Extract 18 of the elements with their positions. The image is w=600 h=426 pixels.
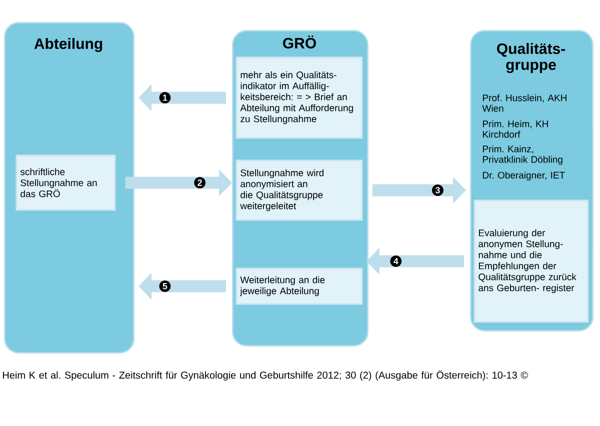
text-box: Weiterleitung an die jeweilige Abteilung xyxy=(236,268,363,305)
edge-label: 4 xyxy=(394,258,398,264)
name-text: Prof. Husslein, AKH Wien xyxy=(482,94,566,112)
edge-label: 1 xyxy=(163,94,168,101)
name-text: Prim. Kainz, Privatklinik Döbling xyxy=(483,145,562,165)
edge-label: 5 xyxy=(162,283,168,290)
name-text: Dr. Oberaigner, IET xyxy=(483,172,565,180)
text-box: schriftliche Stellungnahme an das GRÖ xyxy=(16,154,116,211)
edge-label: 3 xyxy=(435,187,440,194)
text-box: Stellungnahme wird anonymisiert an die Qualitätsgruppe weitergeleitet xyxy=(236,160,363,221)
heading: Abteilung xyxy=(34,38,102,52)
text-box: Evaluierung der anonymen Stellung- nahme und die Empfehlungen der Qualitätsgruppe zurück ans Geburten- register xyxy=(474,200,589,323)
edge-label: 2 xyxy=(198,180,202,186)
name-text: Prim. Heim, KH Kirchdorf xyxy=(483,120,548,138)
caption: Heim K et al. Speculum - Zeitschrift für Gynäkologie und Geburtshilfe 2012; 30 (2) (Ausgabe für Österreich): 10-13 © xyxy=(3,370,528,381)
heading: GRÖ xyxy=(283,36,316,48)
text-box: mehr als ein Qualitäts- indikator im Auffällig- keitsbereich: = > Brief an Abteilung mit Aufforderung zu Stellungnahme xyxy=(236,56,363,139)
heading: Qualitäts- gruppe xyxy=(497,42,565,74)
